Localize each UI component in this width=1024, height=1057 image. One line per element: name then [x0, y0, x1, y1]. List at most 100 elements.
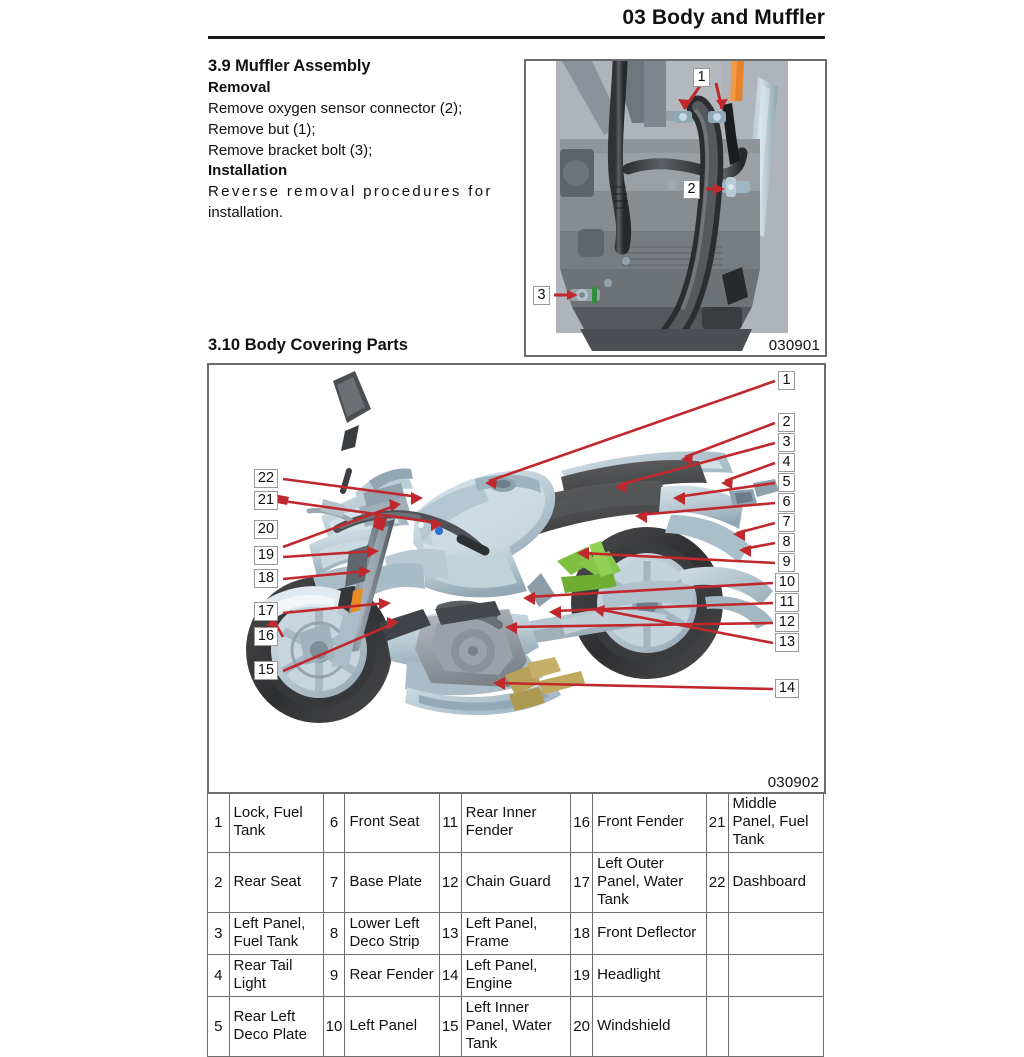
- part-name: Rear Fender: [344, 954, 440, 997]
- part-number: 6: [322, 792, 346, 853]
- diagram-callout-13: 13: [775, 633, 799, 652]
- figure-id-030902: 030902: [765, 774, 821, 791]
- diagram-callout-19: 19: [254, 546, 278, 565]
- removal-label: Removal: [208, 79, 271, 96]
- part-name: Base Plate: [344, 852, 440, 913]
- diagram-callout-10: 10: [775, 573, 799, 592]
- part-name: Rear Tail Light: [228, 954, 324, 997]
- parts-legend-table: 1 Lock, Fuel Tank 6 Front Seat 11 Rear I…: [207, 792, 825, 1057]
- diagram-callout-14: 14: [775, 679, 799, 698]
- section-3-10-heading: 3.10 Body Covering Parts: [208, 336, 408, 354]
- header-rule: [208, 36, 825, 39]
- diagram-callout-20: 20: [254, 520, 278, 539]
- part-name: Left Panel: [344, 996, 440, 1057]
- part-name: Middle Panel, Fuel Tank: [727, 792, 825, 853]
- diagram-callout-15: 15: [254, 661, 278, 680]
- part-number-empty: [705, 912, 729, 955]
- diagram-callout-17: 17: [254, 602, 278, 621]
- part-number-empty: [705, 996, 729, 1057]
- part-name-empty: [727, 996, 825, 1057]
- part-name: Left Outer Panel, Water Tank: [592, 852, 707, 913]
- removal-step-2: Remove but (1);: [208, 121, 316, 138]
- leader-arrowheads: [266, 453, 751, 690]
- diagram-callout-11: 11: [775, 593, 799, 612]
- part-name: Left Panel, Fuel Tank: [228, 912, 324, 955]
- part-number-empty: [705, 954, 729, 997]
- part-name: Lock, Fuel Tank: [228, 792, 324, 853]
- part-number: 8: [322, 912, 346, 955]
- part-number: 3: [207, 912, 230, 955]
- installation-label: Installation: [208, 162, 288, 179]
- page-title: 03 Body and Muffler: [622, 6, 825, 29]
- engine-block: [379, 600, 527, 687]
- muffler-assembly-figure-panel: 1 2 3 030901: [524, 59, 827, 357]
- part-name: Lower Left Deco Strip: [344, 912, 440, 955]
- table-row: 1 Lock, Fuel Tank 6 Front Seat 11 Rear I…: [207, 792, 825, 853]
- part-name-empty: [727, 954, 825, 997]
- diagram-callout-22: 22: [254, 469, 278, 488]
- part-number: 13: [438, 912, 462, 955]
- table-row: 2 Rear Seat 7 Base Plate 12 Chain Guard …: [207, 852, 825, 913]
- diagram-callout-1: 1: [778, 371, 795, 390]
- part-name: Left Panel, Frame: [460, 912, 572, 955]
- part-number: 21: [705, 792, 729, 853]
- part-number: 14: [438, 954, 462, 997]
- part-number: 10: [322, 996, 346, 1057]
- diagram-callout-12: 12: [775, 613, 799, 632]
- part-number: 2: [207, 852, 230, 913]
- removal-step-1: Remove oxygen sensor connector (2);: [208, 100, 463, 117]
- part-number: 4: [207, 954, 230, 997]
- part-name: Rear Inner Fender: [460, 792, 572, 853]
- part-name: Windshield: [592, 996, 707, 1057]
- page-header: 03 Body and Muffler: [208, 6, 825, 38]
- engine-muffler-illustration: [526, 61, 821, 351]
- linkage-parts: [505, 657, 585, 711]
- diagram-callout-4: 4: [778, 453, 795, 472]
- part-name: Left Panel, Engine: [460, 954, 572, 997]
- table-row: 3 Left Panel, Fuel Tank 8 Lower Left Dec…: [207, 912, 825, 955]
- motorcycle-illustration: [209, 365, 820, 788]
- section-3-9-heading: 3.9 Muffler Assembly: [208, 57, 371, 75]
- part-name: Rear Seat: [228, 852, 324, 913]
- section-3-9-text: 3.9 Muffler Assembly Removal Remove oxyg…: [208, 57, 508, 223]
- diagram-callout-7: 7: [778, 513, 795, 532]
- figure-callout-3: 3: [533, 286, 550, 305]
- diagram-callout-2: 2: [778, 413, 795, 432]
- leader-lines: [269, 379, 776, 691]
- part-number: 20: [570, 996, 594, 1057]
- figure-callout-1: 1: [693, 68, 710, 87]
- fuel-tank: [413, 470, 556, 571]
- diagram-callout-21: 21: [254, 491, 278, 510]
- part-number: 15: [438, 996, 462, 1057]
- diagram-callout-18: 18: [254, 569, 278, 588]
- part-number: 19: [570, 954, 594, 997]
- part-number: 18: [570, 912, 594, 955]
- part-number: 17: [570, 852, 594, 913]
- diagram-callout-3: 3: [778, 433, 795, 452]
- part-number: 22: [705, 852, 729, 913]
- removal-step-3: Remove bracket bolt (3);: [208, 142, 373, 159]
- part-name: Left Inner Panel, Water Tank: [460, 996, 572, 1057]
- part-name: Headlight: [592, 954, 707, 997]
- table-row: 4 Rear Tail Light 9 Rear Fender 14 Left …: [207, 954, 825, 997]
- part-number: 11: [438, 792, 462, 853]
- installation-text-line-2: installation.: [208, 204, 284, 221]
- installation-text-line-1: Reverse removal procedures for: [208, 183, 493, 200]
- front-forks: [299, 483, 411, 667]
- part-number: 16: [570, 792, 594, 853]
- figure-callout-2: 2: [683, 180, 700, 199]
- diagram-callout-9: 9: [778, 553, 795, 572]
- part-number: 12: [438, 852, 462, 913]
- part-name: Front Deflector: [592, 912, 707, 955]
- figure-id-030901: 030901: [766, 337, 822, 354]
- body-covering-parts-figure-panel: 1 2 3 4 5 6 7 8 9 10 11 12 13 14 22 21 2…: [207, 363, 826, 794]
- diagram-callout-8: 8: [778, 533, 795, 552]
- part-name: Front Fender: [592, 792, 707, 853]
- part-name: Rear Left Deco Plate: [228, 996, 324, 1057]
- muffler-assembly-render: 1 2 3: [526, 61, 825, 355]
- part-name: Front Seat: [344, 792, 440, 853]
- part-number: 9: [322, 954, 346, 997]
- part-number: 1: [207, 792, 230, 853]
- diagram-callout-6: 6: [778, 493, 795, 512]
- parts-table-body: 1 Lock, Fuel Tank 6 Front Seat 11 Rear I…: [207, 792, 825, 1057]
